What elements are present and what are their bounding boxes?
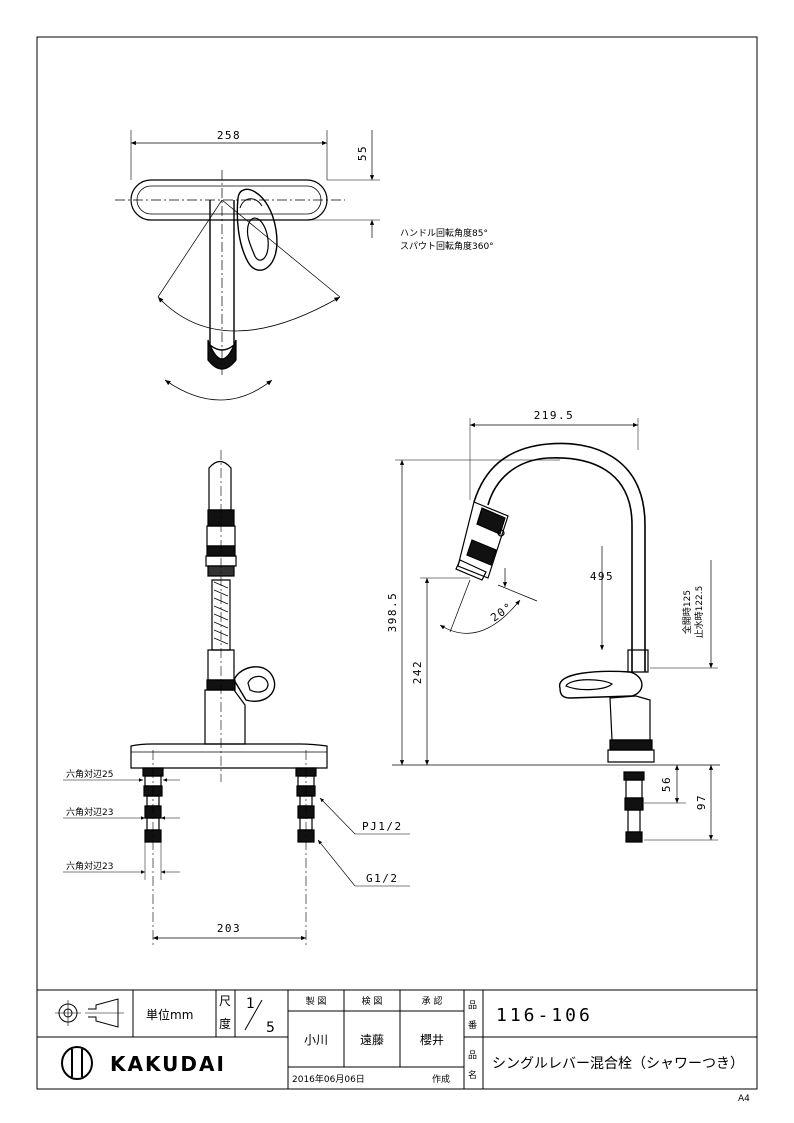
part-number: 116-106 [496, 1005, 593, 1026]
angle-20: 20° [488, 600, 515, 625]
dim-258: 258 [217, 129, 241, 142]
side-view [392, 418, 720, 842]
check-label: 検 図 [362, 995, 383, 1007]
thread-g: G1/2 [366, 872, 399, 885]
brand-logo-text: KAKUDAI [110, 1052, 226, 1076]
thread-pj: PJ1/2 [362, 820, 403, 833]
drawing-frame [37, 37, 757, 1089]
handle-rotation-note: ハンドル回転角度85° [400, 227, 488, 239]
dim-203: 203 [217, 922, 241, 935]
dim-55: 55 [356, 145, 369, 161]
approved-by: 櫻井 [420, 1032, 444, 1047]
hex-label-23b: 六角対辺23 [66, 860, 113, 872]
made-label: 製 図 [306, 995, 327, 1007]
dim-56: 56 [660, 776, 673, 792]
unit-label: 単位mm [146, 1007, 193, 1022]
part-name-label-2: 名 [468, 1069, 477, 1081]
title-block [37, 990, 757, 1089]
approve-label: 承 認 [422, 995, 443, 1007]
part-no-label-2: 番 [468, 1019, 477, 1031]
part-name-label-1: 品 [468, 1050, 477, 1061]
checked-by: 遠藤 [360, 1033, 384, 1047]
scale-label-1: 尺 [219, 994, 231, 1008]
hex-label-25: 六角対辺25 [66, 768, 113, 780]
hex-label-23a: 六角対辺23 [66, 806, 113, 818]
spout-rotation-note: スパウト回転角度360° [400, 240, 494, 252]
dim-242: 242 [411, 660, 424, 684]
scale-numerator: 1 [246, 996, 255, 1012]
scale-label-2: 度 [219, 1016, 231, 1031]
date: 2016年06月06日 [292, 1073, 365, 1085]
open-height-label: 全開時125 [681, 590, 693, 634]
dim-398-5: 398.5 [386, 592, 399, 633]
dim-97: 97 [695, 794, 708, 810]
paper-size: A4 [738, 1094, 750, 1104]
part-name: シングルレバー混合栓（シャワーつき） [492, 1056, 744, 1072]
created-label: 作成 [432, 1073, 450, 1085]
top-view [115, 130, 380, 400]
dim-495: 495 [590, 570, 614, 583]
front-view [63, 450, 410, 945]
scale-denominator: 5 [266, 1020, 275, 1036]
close-height-label: 止水時122.5 [693, 586, 705, 639]
part-no-label-1: 品 [468, 1000, 477, 1011]
dim-219-5: 219.5 [534, 409, 575, 422]
made-by: 小川 [304, 1033, 328, 1047]
